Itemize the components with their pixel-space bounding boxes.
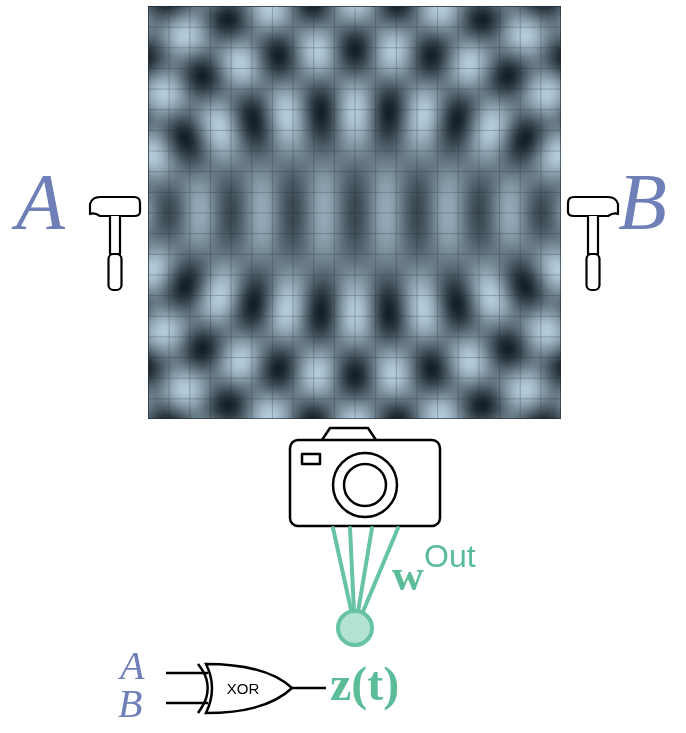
gate-input-label: A [120, 646, 144, 686]
gate-input-label: B [118, 684, 142, 724]
weight-symbol: w [392, 554, 424, 598]
gate-back-curve [198, 664, 208, 713]
weight-superscript: Out [424, 540, 476, 572]
gate-body [206, 664, 292, 713]
hammer-right [568, 197, 618, 290]
output-neuron [338, 611, 372, 645]
xor-gate: XOR [196, 662, 296, 714]
input-label: B [618, 162, 667, 242]
output-label: z(t) [330, 660, 399, 708]
gate-label: XOR [227, 680, 260, 697]
input-label: A [16, 162, 65, 242]
camera [290, 428, 440, 526]
hammer-left [90, 197, 140, 290]
readout-lines [333, 528, 398, 614]
grid-overlay [148, 6, 561, 419]
